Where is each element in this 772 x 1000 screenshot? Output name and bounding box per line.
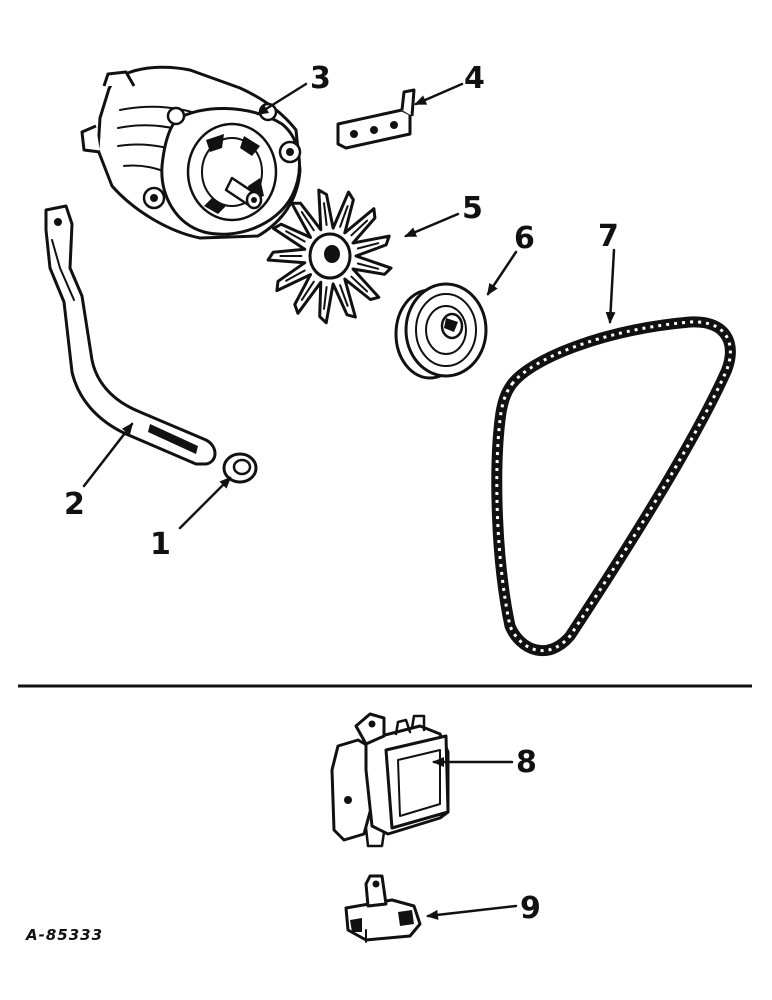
washer-part [222,452,258,484]
fan-part [266,188,393,325]
leader-arrow-6 [486,250,518,296]
relay-part [344,874,422,943]
alternator-part [80,65,302,240]
fan-blade-edge [285,269,306,282]
fan-blade-edge [323,286,328,310]
fan-blade-edge [339,205,349,228]
drawing-number: A-85333 [25,926,103,944]
fan-blade-edge [356,242,380,250]
pulley-part [394,282,488,380]
leader-arrow-5 [404,212,460,238]
fan-bore [324,245,340,263]
callout-3: 3 [310,61,331,96]
callout-9: 9 [520,891,541,926]
fan-blade-edge [350,219,369,237]
fan-blade-edge [323,202,328,226]
bracket-part [336,88,416,150]
fan-blade-edge [356,262,380,270]
callout-1: 1 [150,527,171,562]
leader-lines [82,82,616,920]
fan-blade-edge [350,275,369,293]
leader-arrow-3 [256,82,308,116]
leader-arrow-4 [414,82,464,106]
fan-blade-edge [300,211,315,232]
fan-blade-edge [339,284,349,307]
voltage-regulator-part [330,712,450,848]
callout-5: 5 [462,191,483,226]
callout-2: 2 [64,487,85,522]
callout-8: 8 [516,745,537,780]
leader-arrow-9 [426,904,518,920]
leader-arrow-7 [605,248,616,324]
callout-4: 4 [464,61,485,96]
callout-7: 7 [598,219,619,254]
leader-arrow-2 [82,422,134,488]
fan-blade-edge [285,230,306,243]
fan-blade-edge [300,280,315,301]
callout-6: 6 [514,221,535,256]
leader-arrow-1 [178,476,232,530]
v-belt-part [491,316,736,657]
adjusting-brace-part [44,204,217,466]
callout-labels: 1 2 3 4 5 6 7 8 9 [64,61,619,926]
